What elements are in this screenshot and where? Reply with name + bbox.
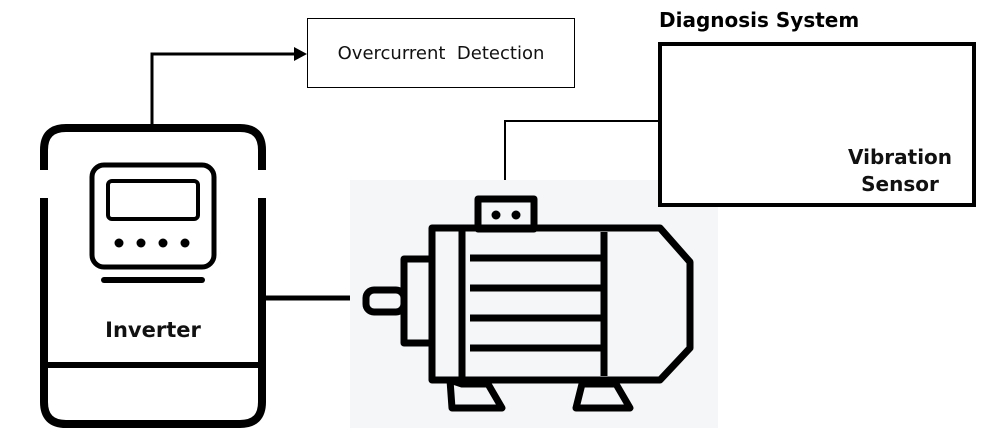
diagnosis-system-title: Diagnosis System [659,8,860,32]
arrow-icon [294,47,307,61]
diagnosis-system-box [658,42,976,207]
vibration-sensor-label: Vibration Sensor [830,144,970,198]
vibration-sensor-label-line1: Vibration [847,145,953,169]
inverter-label: Inverter [105,318,201,342]
inverter-to-detection-arrow [150,47,307,124]
overcurrent-detection-box: Overcurrent Detection [307,18,575,88]
display-icon [89,162,217,283]
overcurrent-detection-label: Overcurrent Detection [337,42,545,64]
vibration-sensor-label-line2: Sensor [861,172,939,196]
motor-icon [350,180,718,428]
inverter-icon [40,124,266,428]
